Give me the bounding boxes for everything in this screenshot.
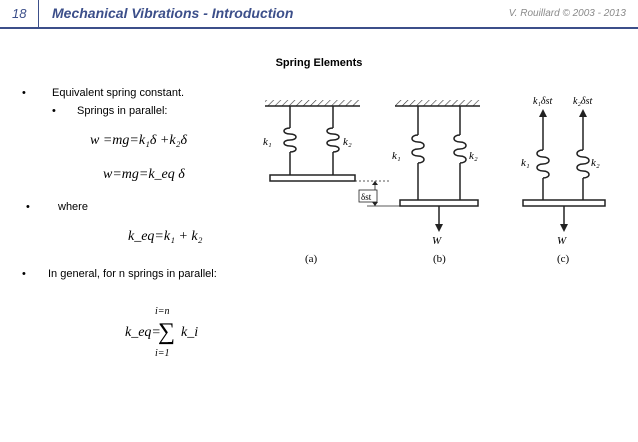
label-k2-c: k₂ (591, 157, 600, 169)
label-a: (a) (305, 253, 318, 265)
equation-text: w=mg=k_eq δ (103, 167, 185, 182)
bullet-dot: • (22, 268, 26, 280)
label-k2-a: k₂ (343, 136, 352, 148)
spring-b1 (411, 106, 425, 200)
bullet-dot: • (52, 105, 56, 117)
spring-b2 (453, 106, 467, 200)
sum-rhs: k_i (181, 325, 199, 340)
sum-lhs: k_eq= (125, 325, 161, 340)
spring-c1 (536, 145, 550, 200)
sum-upper-limit: i=n (155, 306, 170, 317)
figure-a: k₁ k₂ (a) (263, 100, 360, 265)
mass-a (269, 174, 356, 182)
sum-lower-limit: i=1 (155, 348, 170, 359)
label-k1dst: k₁δst (533, 96, 552, 107)
equation-keq-delta: w=mg=k_eq δ (103, 167, 185, 183)
label-k2-b: k₂ (469, 150, 478, 162)
sigma-icon: ∑ (158, 319, 176, 345)
bullet-text: where (58, 201, 88, 213)
mass-b (399, 199, 479, 207)
spring-c2 (576, 145, 590, 200)
figure-b: k₁ k₂ W (b) δst (355, 100, 480, 265)
bullet-dot: • (22, 87, 26, 99)
section-title: Spring Elements (275, 57, 363, 69)
equation-force-sum: w =mg=k₁δ +k₂δ (90, 133, 187, 149)
bullet-text: In general, for n springs in parallel: (48, 268, 217, 280)
slide-number: 18 (12, 6, 27, 21)
header-separator (38, 0, 39, 27)
header-title: Mechanical Vibrations - Introduction (52, 5, 294, 21)
label-dst: δst (361, 192, 372, 202)
label-k1-c: k₁ (521, 157, 530, 169)
bullet-text: Equivalent spring constant. (52, 87, 185, 99)
ceiling-b (395, 100, 480, 106)
mass-c (522, 199, 606, 207)
ceiling-a (265, 100, 360, 106)
bullet-text: Springs in parallel: (77, 105, 168, 117)
label-k1-b: k₁ (392, 150, 401, 162)
spring-a1 (283, 106, 297, 175)
header-author: V. Rouillard © 2003 - 2013 (508, 8, 626, 19)
spring-diagram: k₁ k₂ (a) k₁ k₂ W (b) δst (263, 96, 606, 265)
equation-summation: i=n k_eq= ∑ k_i i=1 (125, 306, 245, 366)
label-w-c: W (557, 235, 567, 247)
label-b: (b) (433, 253, 446, 265)
spring-a2 (326, 106, 340, 175)
equation-text: k_eq=k₁ + k₂ (128, 229, 203, 244)
label-k2dst: k₂δst (573, 96, 592, 107)
label-k1-a: k₁ (263, 136, 272, 148)
equation-keq-sum: k_eq=k₁ + k₂ (128, 229, 202, 245)
header-rule (0, 27, 638, 29)
figure-c: k₁δst k₂δst k₁ k₂ W (c) (521, 96, 606, 265)
bullet-dot: • (26, 201, 30, 213)
equation-text: w =mg=k₁δ +k₂δ (90, 133, 187, 148)
label-c: (c) (557, 253, 570, 265)
label-w-b: W (432, 235, 442, 247)
slide-header: 18 Mechanical Vibrations - Introduction … (0, 0, 638, 29)
